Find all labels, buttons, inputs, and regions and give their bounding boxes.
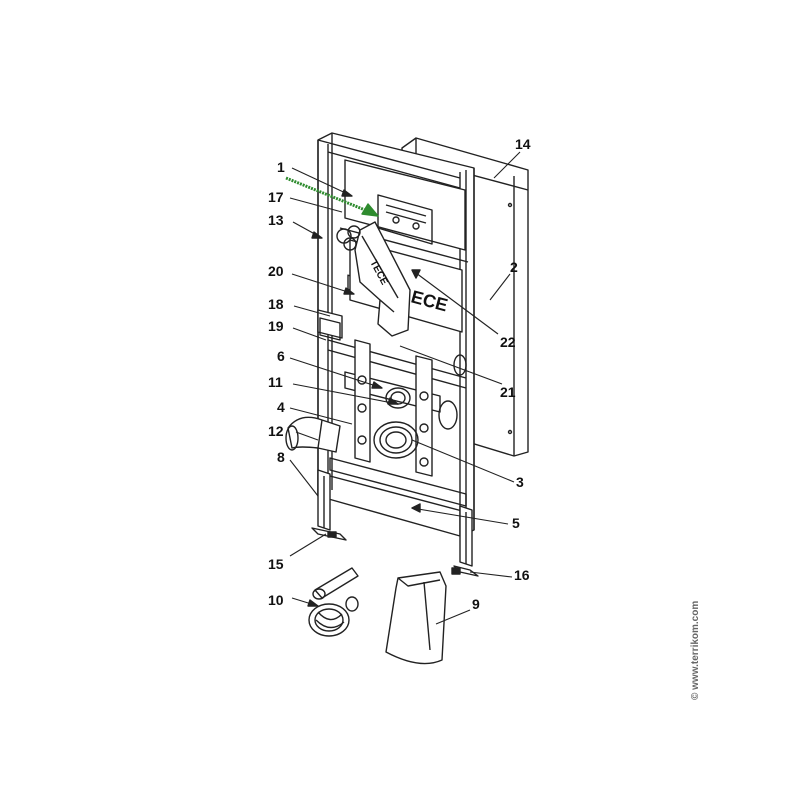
label-18: 18 xyxy=(268,296,284,312)
fixing-blocks xyxy=(317,309,343,341)
label-15: 15 xyxy=(268,556,284,572)
flush-bend xyxy=(354,221,411,337)
label-9: 9 xyxy=(472,596,480,612)
frame-legs xyxy=(311,469,479,577)
label-16: 16 xyxy=(514,567,530,583)
label-10: 10 xyxy=(268,592,284,608)
tece-triangle-logo xyxy=(336,225,361,251)
label-14: 14 xyxy=(515,136,531,152)
drain-pipe-elbow xyxy=(285,416,341,453)
label-3: 3 xyxy=(516,474,524,490)
label-5: 5 xyxy=(512,515,520,531)
label-8: 8 xyxy=(277,449,285,465)
protective-cover xyxy=(385,571,447,665)
label-6: 6 xyxy=(277,348,285,364)
label-2: 2 xyxy=(510,259,518,275)
leader-lines xyxy=(289,151,521,625)
label-12: 12 xyxy=(268,423,284,439)
label-4: 4 xyxy=(277,399,285,415)
connector-set xyxy=(308,567,359,637)
highlight-arrow xyxy=(285,176,379,217)
arrowheads xyxy=(307,189,421,607)
label-11: 11 xyxy=(268,374,283,390)
label-19: 19 xyxy=(268,318,284,334)
label-13: 13 xyxy=(268,212,284,228)
label-20: 20 xyxy=(268,263,284,279)
copyright-watermark: © www.terrikom.com xyxy=(690,600,701,700)
label-21: 21 xyxy=(500,384,516,400)
label-22: 22 xyxy=(500,334,516,350)
label-17: 17 xyxy=(268,189,284,205)
label-1: 1 xyxy=(277,159,285,175)
